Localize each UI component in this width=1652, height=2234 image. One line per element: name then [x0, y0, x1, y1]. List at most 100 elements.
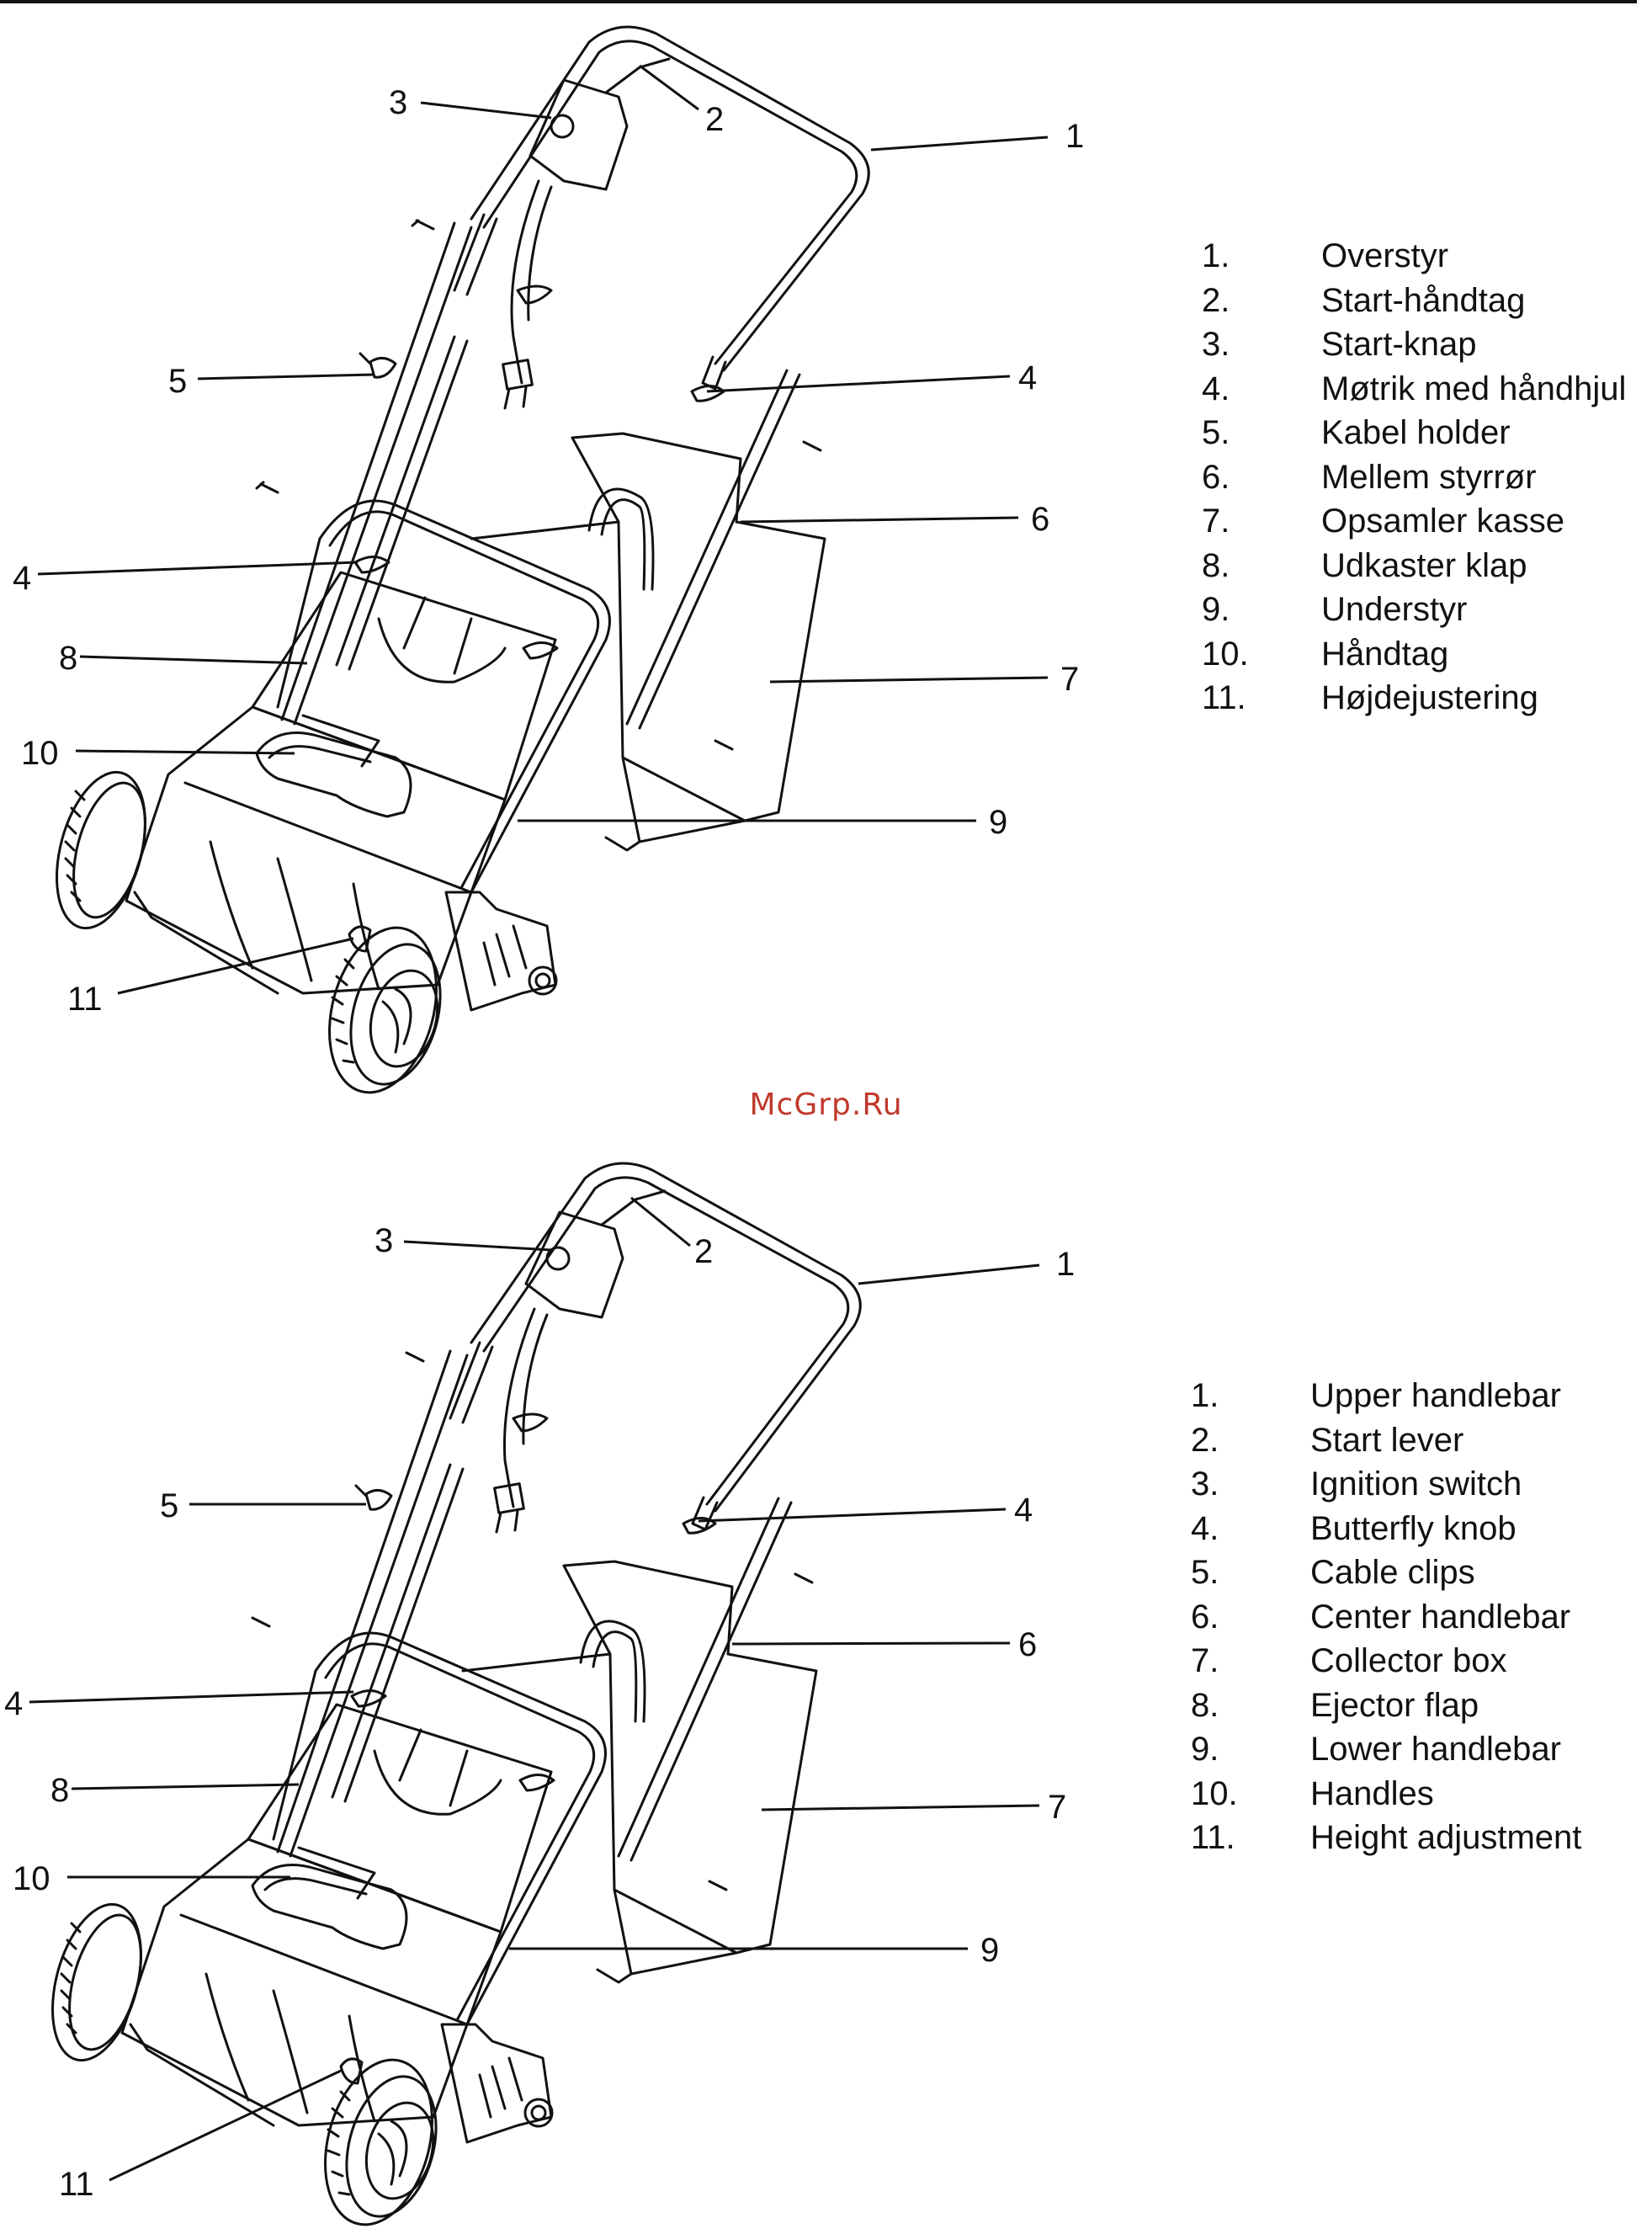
- callout-5: 5: [168, 363, 187, 400]
- legend-label: Butterfly knob: [1310, 1509, 1517, 1547]
- legend-item: 10.Håndtag: [1202, 632, 1626, 677]
- legend-number: 9.: [1202, 591, 1230, 628]
- legend-number: 1.: [1202, 237, 1230, 274]
- scarifier-illustration: [51, 1162, 862, 2226]
- legend-item: 7. Opsamler kasse: [1202, 499, 1626, 544]
- scarifier-diagram-english: 3 2 1 4 5 6 7 8 4 9 10 11: [0, 1141, 1094, 2230]
- legend-item: 7. Collector box: [1191, 1639, 1581, 1683]
- legend-label: Start-håndtag: [1321, 281, 1526, 319]
- legend-number: 3.: [1202, 326, 1230, 363]
- callout-7: 7: [1048, 1789, 1066, 1826]
- legend-item: 2.Start-håndtag: [1202, 279, 1626, 323]
- switch-box: [524, 1210, 624, 1319]
- upper-handlebar: [470, 25, 870, 372]
- switch-box: [529, 78, 629, 191]
- motor-housing: [120, 1838, 502, 2127]
- legend-label: Understyr: [1321, 591, 1468, 628]
- callout-10: 10: [21, 735, 59, 772]
- legend-item: 3.Start-knap: [1202, 322, 1626, 367]
- callout-leaders: [37, 64, 1049, 995]
- legend-item: 4.Møtrik med håndhjul: [1202, 367, 1626, 412]
- legend-item: 1.Upper handlebar: [1191, 1374, 1581, 1418]
- carry-handle: [251, 1864, 408, 1950]
- legend-item: 2.Start lever: [1191, 1418, 1581, 1463]
- legend-item: 11.Height adjustment: [1191, 1816, 1581, 1860]
- legend-number: 11.: [1202, 679, 1246, 716]
- callout-9: 9: [980, 1932, 999, 1969]
- legend-number: 6.: [1191, 1598, 1219, 1636]
- callout-4-upper: 4: [1018, 359, 1037, 396]
- legend-label: Håndtag: [1321, 635, 1449, 673]
- callout-4-upper: 4: [1014, 1492, 1033, 1529]
- height-lever: [339, 2057, 364, 2085]
- callout-11: 11: [67, 981, 103, 1018]
- callout-4-lower: 4: [4, 1685, 23, 1722]
- legend-number: 5.: [1191, 1554, 1219, 1591]
- scarifier-illustration: [56, 25, 870, 1094]
- power-cable: [502, 1307, 536, 1508]
- legend-label: Ejector flap: [1310, 1686, 1479, 1724]
- top-rule: [0, 0, 1637, 3]
- legend-number: 2.: [1191, 1421, 1219, 1459]
- legend-number: 11.: [1191, 1819, 1235, 1856]
- scarifier-drawing: 3 2 1 4 5 6 7 8 4 9 10 11: [4, 1162, 1075, 2226]
- legend-item: 8.Ejector flap: [1191, 1683, 1581, 1728]
- legend-number: 7.: [1202, 503, 1230, 540]
- legend-item: 4. Butterfly knob: [1191, 1507, 1581, 1551]
- callout-5: 5: [160, 1487, 178, 1524]
- collector-box: [571, 432, 826, 822]
- callout-labels: 3 2 1 4 5 6 7 8 4 9 10 11: [4, 1222, 1075, 2203]
- legend-label: Udkaster klap: [1321, 546, 1527, 584]
- callout-11: 11: [59, 2166, 94, 2203]
- callout-2: 2: [705, 101, 724, 138]
- left-rail: [280, 221, 473, 726]
- center-handlebar: [617, 1497, 793, 1862]
- center-handlebar: [625, 369, 801, 730]
- legend-label: Opsamler kasse: [1321, 503, 1564, 540]
- legend-label: Kabel holder: [1321, 414, 1511, 451]
- callout-9: 9: [989, 804, 1007, 841]
- legend-label: Møtrik med håndhjul: [1321, 370, 1627, 407]
- legend-english: 1.Upper handlebar 2.Start lever 3.Igniti…: [1191, 1374, 1581, 1860]
- cable-clip-shape: [364, 1489, 393, 1511]
- legend-label: Collector box: [1310, 1642, 1507, 1679]
- callout-10: 10: [13, 1860, 50, 1897]
- rear-wheel: [328, 926, 442, 1094]
- callout-1: 1: [1065, 118, 1084, 155]
- legend-label: Højdejustering: [1321, 679, 1538, 716]
- legend-danish: 1.Overstyr 2.Start-håndtag 3.Start-knap …: [1202, 234, 1626, 721]
- rear-wheel: [324, 2058, 438, 2226]
- legend-item: 6.Center handlebar: [1191, 1595, 1581, 1640]
- legend-item: 10.Handles: [1191, 1772, 1581, 1816]
- collector-box: [562, 1560, 818, 1955]
- legend-number: 4.: [1191, 1509, 1219, 1547]
- lower-handlebar: [314, 1631, 607, 2026]
- callout-3: 3: [389, 84, 407, 121]
- legend-label: Lower handlebar: [1310, 1731, 1561, 1768]
- legend-item: 3.Ignition switch: [1191, 1462, 1581, 1507]
- legend-number: 8.: [1202, 546, 1230, 584]
- left-rail: [276, 1349, 469, 1858]
- callout-labels: 3 2 1 4 5 6 7 8 4 9 10 11: [13, 84, 1084, 1018]
- callout-8: 8: [59, 640, 77, 677]
- front-wheel: [56, 770, 146, 930]
- callout-6: 6: [1018, 1626, 1037, 1663]
- scarifier-drawing: 3 2 1 4 5 6 7 8 4 9 10 11: [13, 25, 1084, 1094]
- legend-number: 6.: [1202, 458, 1230, 496]
- callout-6: 6: [1031, 501, 1049, 538]
- upper-handlebar: [470, 1162, 862, 1513]
- legend-label: Overstyr: [1321, 237, 1449, 274]
- legend-label: Cable clips: [1310, 1554, 1475, 1591]
- legend-item: 6.Mellem styrrør: [1202, 455, 1626, 500]
- callout-3: 3: [374, 1222, 393, 1259]
- motor-housing: [125, 705, 507, 995]
- legend-label: Handles: [1310, 1774, 1434, 1812]
- front-wheel: [51, 1902, 142, 2062]
- legend-number: 7.: [1191, 1642, 1219, 1679]
- callout-2: 2: [694, 1233, 713, 1270]
- legend-item: 5. Cable clips: [1191, 1551, 1581, 1595]
- power-cable: [510, 179, 540, 385]
- legend-item: 8. Udkaster klap: [1202, 544, 1626, 588]
- callout-1: 1: [1056, 1246, 1075, 1283]
- legend-item: 1. Overstyr: [1202, 234, 1626, 279]
